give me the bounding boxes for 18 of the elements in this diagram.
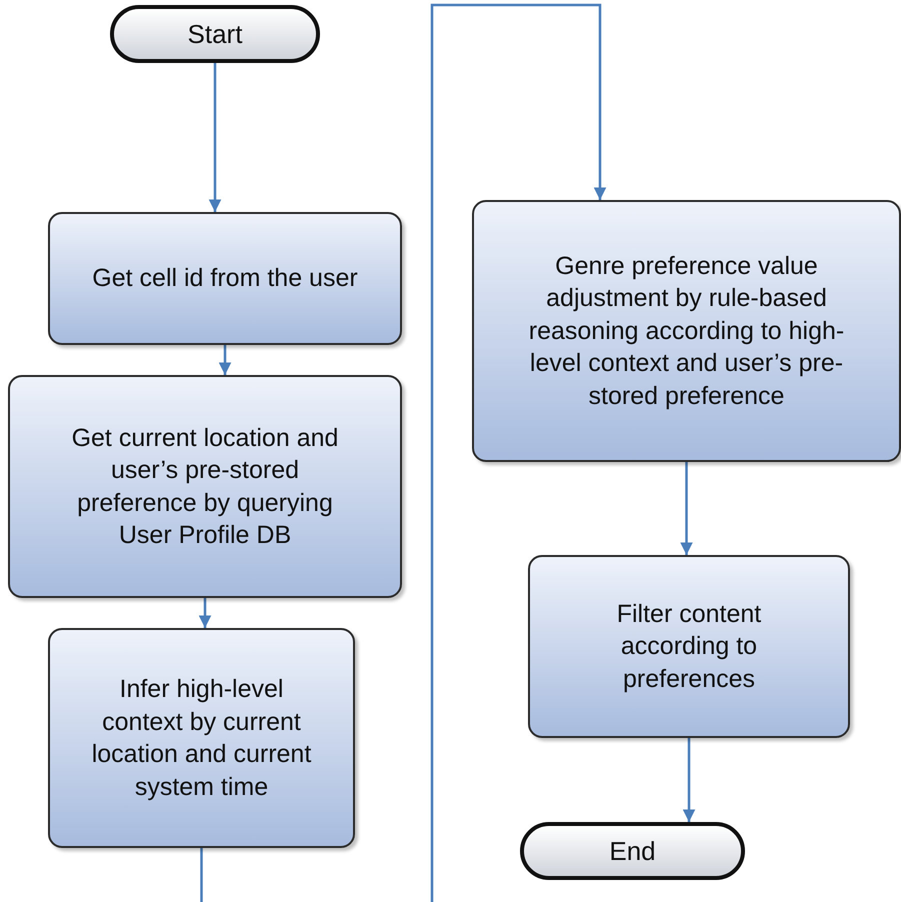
process-box xyxy=(528,555,850,738)
process-box xyxy=(8,375,402,598)
arrow xyxy=(218,345,232,375)
process-box xyxy=(472,200,901,462)
node-label: Infer high-level context by current location and current system time xyxy=(90,674,312,802)
arrow xyxy=(200,4,606,902)
node-label: Get cell id from the user xyxy=(92,263,358,294)
node-label: Genre preference value adjustment by rule-based reasoning according to high-level context and user’s pre-stored preference xyxy=(528,250,846,412)
node-label: Get current location and user’s pre-stored preference by querying User Profile DB xyxy=(70,422,340,551)
process-box xyxy=(48,628,355,848)
node-label: Start xyxy=(188,18,242,50)
arrow xyxy=(682,738,696,822)
arrow xyxy=(680,462,693,555)
arrow xyxy=(198,598,212,628)
arrow xyxy=(208,63,222,212)
node-label: Filter content according to preferences xyxy=(616,598,762,695)
node-label: End xyxy=(609,836,656,866)
process-box xyxy=(48,212,402,345)
